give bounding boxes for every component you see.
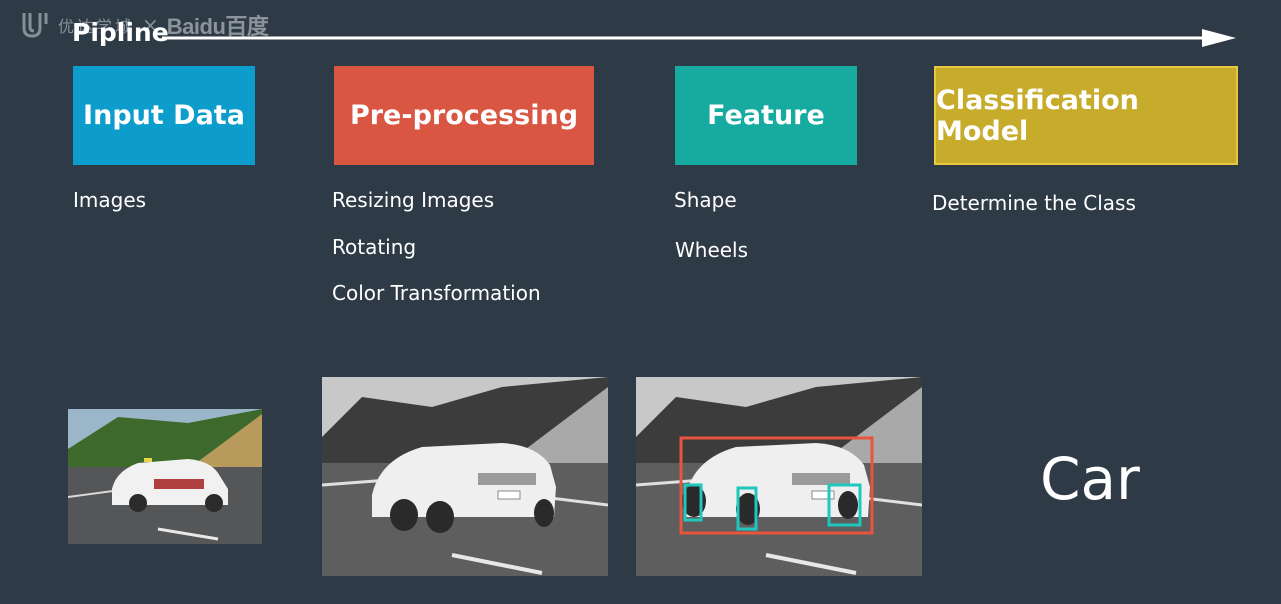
stage-pre-processing: Pre-processing xyxy=(334,66,594,165)
watermark: 优达学城 × Baidu百度 xyxy=(20,8,269,42)
car-photo-grayscale-annotated xyxy=(636,377,922,576)
stage-item: Wheels xyxy=(675,238,749,262)
watermark-partner: Baidu百度 xyxy=(166,14,269,39)
stage-feature: Feature xyxy=(675,66,857,165)
watermark-separator: × xyxy=(142,13,159,37)
stage-input-data: Input Data xyxy=(73,66,255,165)
classification-result: Car xyxy=(1040,445,1140,513)
pipeline-arrow-icon xyxy=(162,29,1236,47)
car-photo-annotated-icon xyxy=(636,377,922,576)
car-photo-grayscale-icon xyxy=(322,377,608,576)
car-photo-color-icon xyxy=(68,409,262,544)
car-photo-color xyxy=(68,409,262,544)
stage-item: Determine the Class xyxy=(932,191,1136,215)
pipeline-title: Pipline xyxy=(72,18,169,47)
watermark-brand-text: 优达学城 xyxy=(58,17,135,36)
stage-item: Rotating xyxy=(332,235,417,259)
stage-item: Resizing Images xyxy=(332,188,495,212)
car-photo-grayscale xyxy=(322,377,608,576)
stage-item: Shape xyxy=(674,188,737,212)
stage-classification-model: Classification Model xyxy=(934,66,1238,165)
stage-item: Images xyxy=(73,188,147,212)
stage-item: Color Transformation xyxy=(332,281,541,305)
udacity-logo-icon xyxy=(22,13,48,38)
